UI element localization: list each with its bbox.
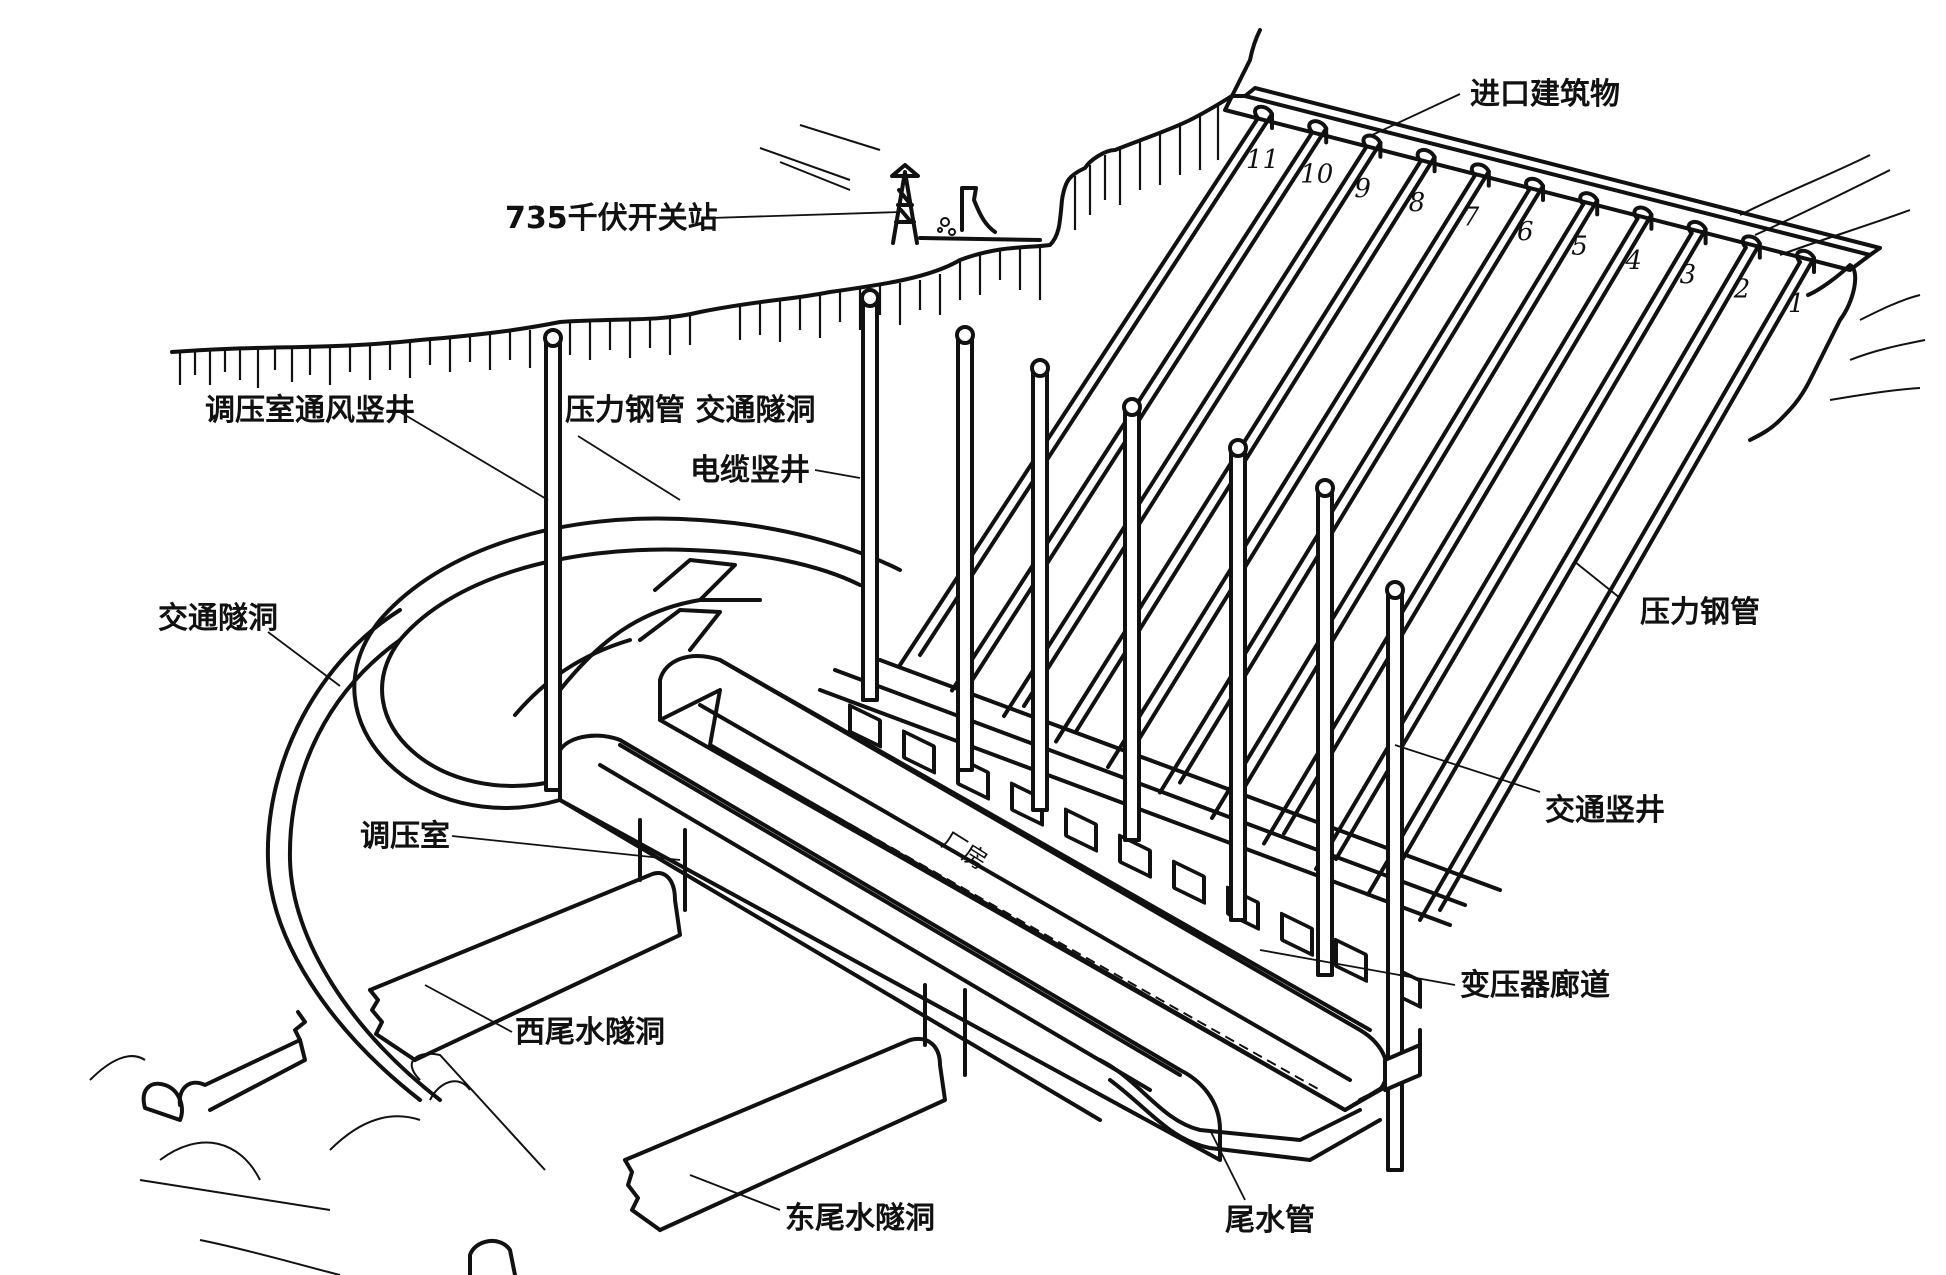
penstocks <box>898 104 1816 922</box>
penstock-number: 6 <box>1517 217 1534 247</box>
transmission-tower-icon <box>890 163 920 245</box>
vertical-shaft <box>543 328 563 792</box>
penstock-number: 4 <box>1624 246 1642 276</box>
ground-hatching <box>178 105 1220 388</box>
unit-bay <box>1118 833 1152 879</box>
shaft-top-icon <box>1122 397 1142 417</box>
label-surge-chamber: 调压室 <box>360 819 450 854</box>
penstock-pipe <box>1314 220 1708 871</box>
penstock-pipe <box>1002 133 1383 718</box>
penstock-number: 7 <box>1463 203 1480 233</box>
label-cable-shaft: 电缆竖井 <box>690 453 810 488</box>
label-surge-vent-shaft: 调压室通风竖井 <box>205 393 415 428</box>
unit-bay <box>848 703 882 749</box>
west-tailrace-tunnel <box>368 818 687 1062</box>
label-east-tailrace: 东尾水隧洞 <box>785 1201 935 1236</box>
label-penstock: 压力钢管 <box>1640 595 1760 630</box>
unit-bay <box>1064 807 1098 853</box>
label-access-shaft: 交通竖井 <box>1545 793 1665 828</box>
penstock-pipe <box>1106 162 1491 769</box>
penstock-pipe <box>1158 176 1545 795</box>
unit-bay <box>902 729 936 775</box>
switchyard-illustration <box>759 124 1042 245</box>
penstock-pipe <box>1210 191 1600 820</box>
label-west-tailrace: 西尾水隧洞 <box>515 1015 665 1050</box>
penstock-number: 5 <box>1571 231 1588 261</box>
label-penstock-access-tunnel: 压力钢管 交通隧洞 <box>565 393 815 428</box>
label-switchyard: 735千伏开关站 <box>505 201 718 236</box>
unit-bay <box>1172 859 1206 905</box>
penstock-number: 1 <box>1788 289 1805 319</box>
draft-tube <box>1098 1028 1422 1162</box>
shaft-top-icon <box>1315 478 1335 498</box>
label-intake: 进口建筑物 <box>1470 77 1620 112</box>
tunnel-portals <box>89 1010 546 1275</box>
vertical-shaft <box>1315 478 1335 977</box>
access-tunnel-arcs <box>265 516 902 1102</box>
surge-chamber <box>558 733 1222 1162</box>
shaft-top-icon <box>955 325 975 345</box>
ground-surface <box>170 28 1926 442</box>
penstock-number: 11 <box>1246 145 1279 175</box>
shaft-top-icon <box>543 328 563 348</box>
shaft-top-icon <box>860 288 880 308</box>
penstock-numbers: 11 10 9 8 7 6 5 4 3 2 1 <box>1246 145 1805 319</box>
penstock-number: 2 <box>1733 275 1751 305</box>
vertical-shaft <box>1122 397 1142 842</box>
vertical-shaft <box>1385 580 1405 1172</box>
water-lines <box>1739 154 1926 401</box>
east-tailrace-tunnel <box>623 983 967 1232</box>
vertical-shaft <box>955 325 975 772</box>
vertical-shaft <box>1228 438 1248 922</box>
unit-bay <box>1280 911 1314 957</box>
shaft-top-icon <box>1228 438 1248 458</box>
penstock-number: 3 <box>1680 260 1697 290</box>
leader-lines <box>267 93 1621 1211</box>
intake-structure <box>1223 86 1882 272</box>
penstock-number: 10 <box>1300 159 1333 189</box>
vertical-shaft <box>1030 358 1050 812</box>
label-draft-tube: 尾水管 <box>1225 1203 1315 1238</box>
vertical-shafts <box>543 288 1405 1172</box>
penstock-number: 9 <box>1354 174 1371 204</box>
shaft-top-icon <box>1030 358 1050 378</box>
penstock-number: 8 <box>1409 188 1426 218</box>
label-access-tunnel: 交通隧洞 <box>158 601 278 636</box>
vertical-shaft <box>860 288 880 702</box>
shaft-top-icon <box>1385 580 1405 600</box>
unit-bay <box>1334 937 1368 983</box>
penstock-pipe <box>1366 234 1762 897</box>
label-transformer-gallery: 变压器廊道 <box>1460 968 1610 1003</box>
